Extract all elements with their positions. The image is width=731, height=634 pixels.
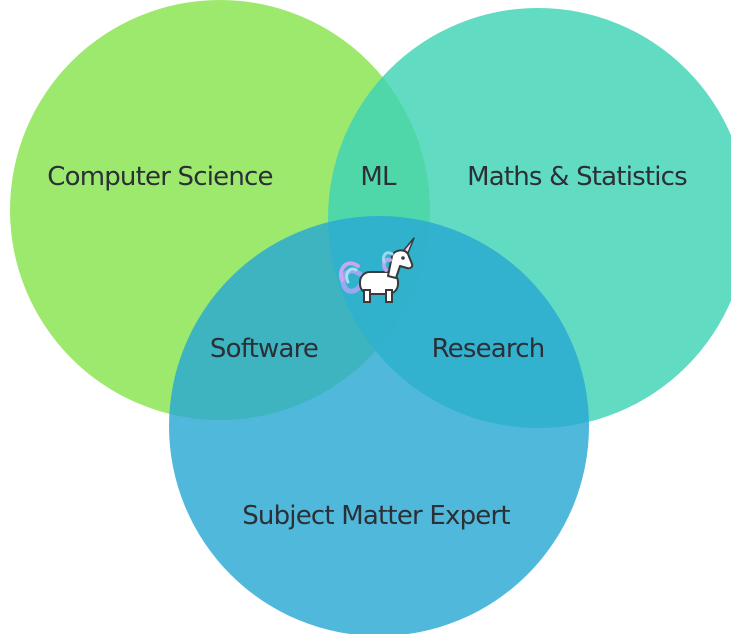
label-subject-matter-expert: Subject Matter Expert [242,501,510,531]
label-maths-statistics: Maths & Statistics [467,162,687,192]
circle-subject-matter-expert [169,216,589,634]
label-computer-science: Computer Science [47,162,273,192]
label-ml: ML [360,162,397,192]
unicorn-icon [339,237,415,303]
label-software: Software [210,334,318,364]
label-research: Research [432,334,545,364]
